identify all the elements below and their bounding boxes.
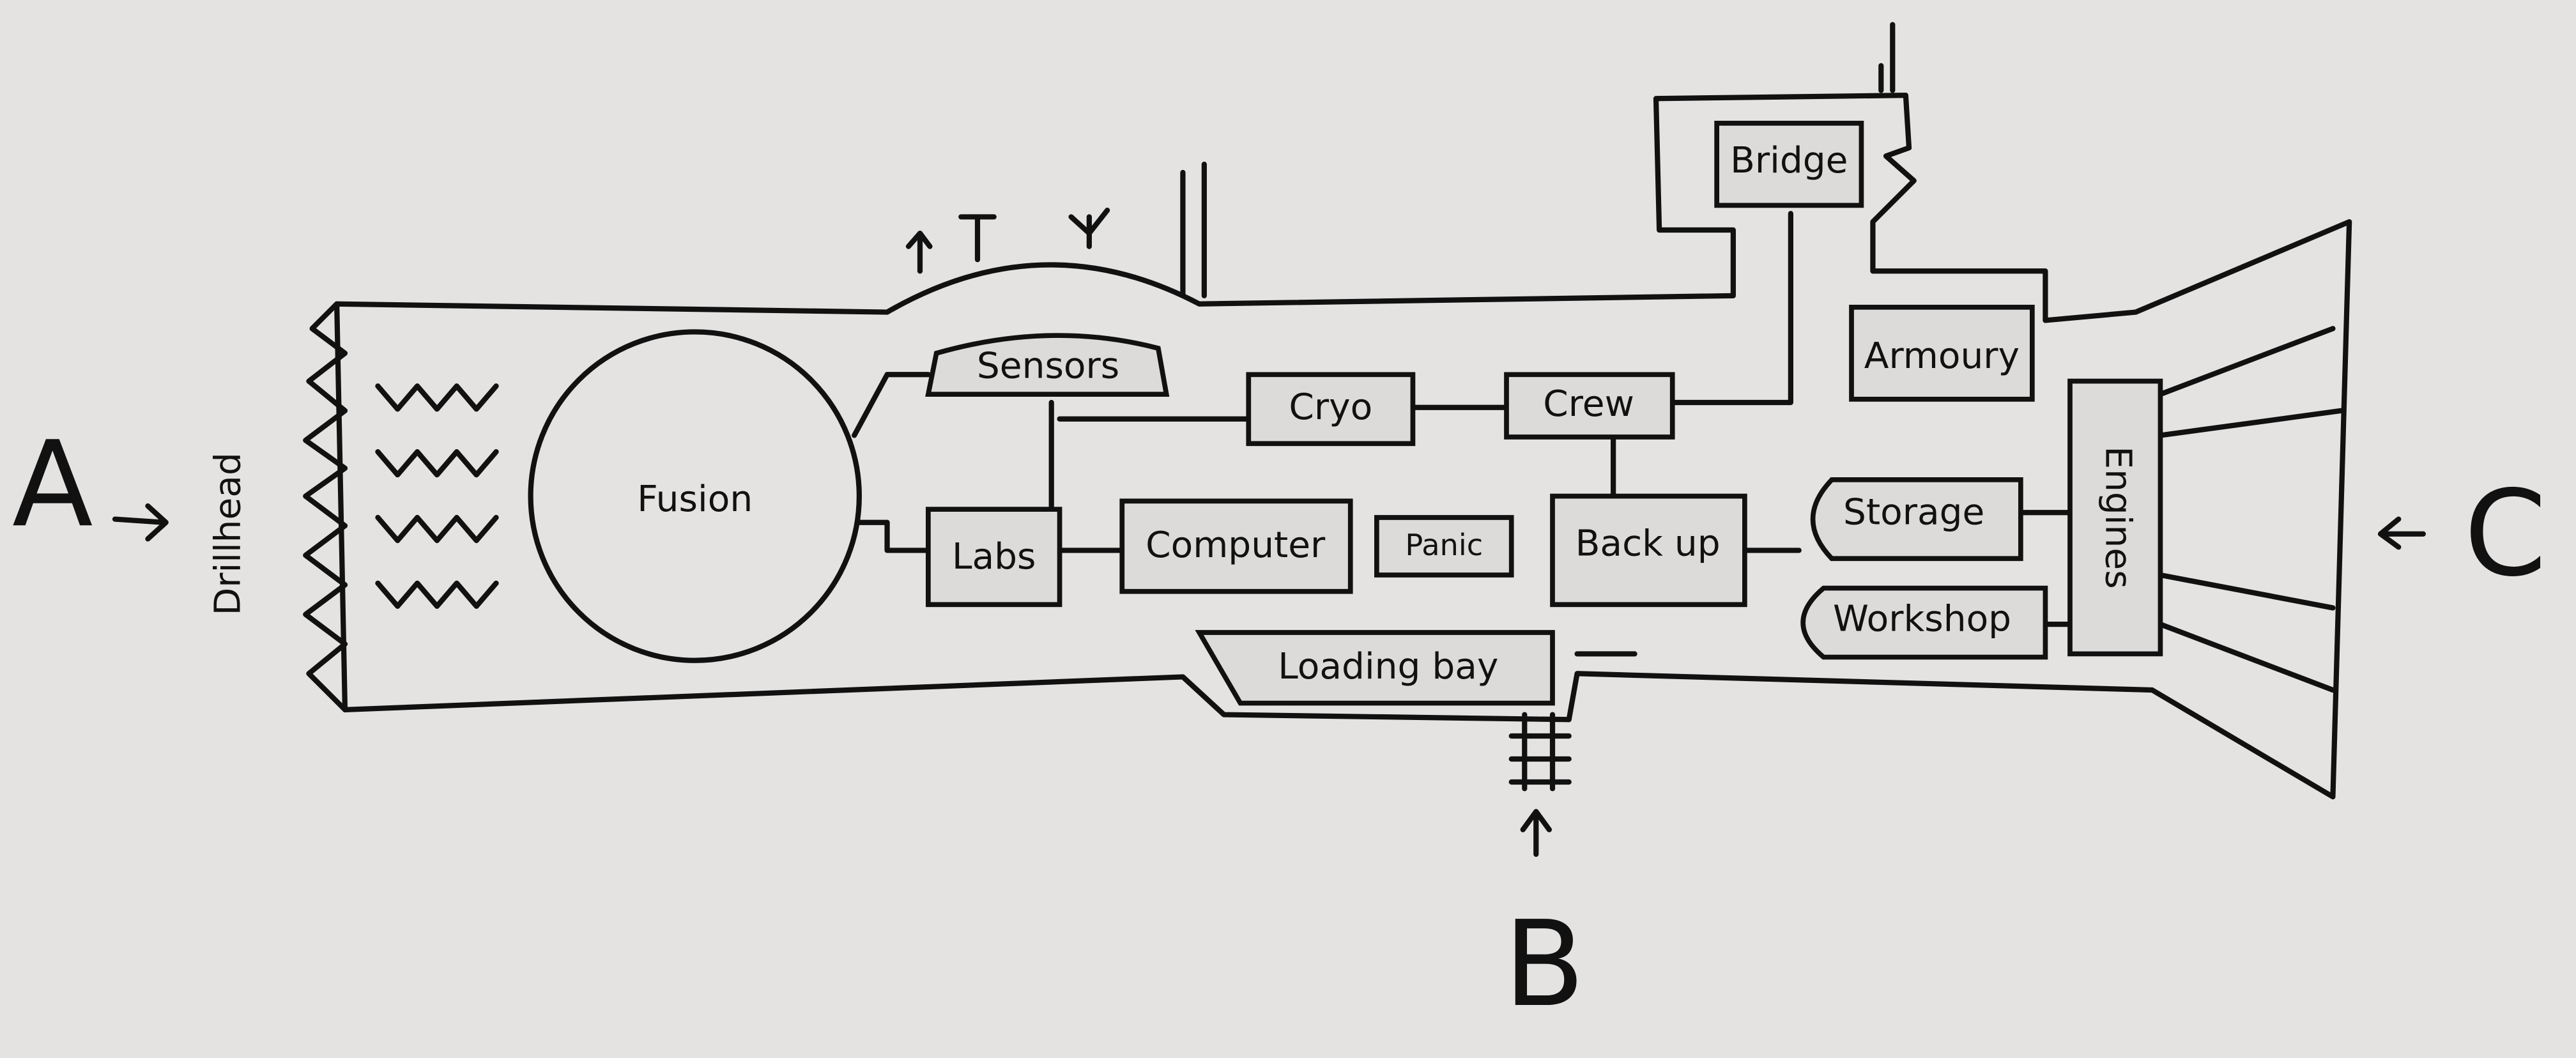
room-computer[interactable]: Computer — [1119, 498, 1353, 594]
ladder-b — [1508, 712, 1572, 792]
entry-c-label: C — [2464, 464, 2547, 602]
room-panic-label: Panic — [1405, 528, 1483, 562]
room-labs[interactable]: Labs — [926, 507, 1062, 608]
entry-a-label: A — [12, 415, 93, 553]
engine-exhaust — [2158, 326, 2344, 693]
room-sensors-label: Sensors — [977, 345, 1119, 387]
room-workshop[interactable]: Workshop — [1800, 585, 2048, 660]
room-backup[interactable]: Back up — [1550, 493, 1747, 608]
room-sensors[interactable]: Sensors — [925, 333, 1170, 397]
room-fusion[interactable] — [528, 329, 862, 663]
entry-b-label: B — [1504, 895, 1585, 1033]
room-loading-bay[interactable]: Loading bay — [1195, 630, 1555, 706]
drillhead-zigzag — [375, 383, 499, 609]
room-armoury-label: Armoury — [1864, 335, 2020, 377]
ship-hull — [334, 93, 2352, 800]
room-storage-label: Storage — [1843, 491, 1984, 533]
room-crew-label: Crew — [1543, 383, 1634, 425]
arrow-c-icon — [2377, 516, 2426, 550]
room-workshop-label: Workshop — [1833, 598, 2011, 640]
room-armoury[interactable]: Armoury — [1849, 305, 2035, 402]
arrow-a-icon — [112, 503, 169, 542]
room-engines[interactable]: Engines — [2067, 378, 2163, 657]
room-labs-label: Labs — [952, 535, 1036, 578]
room-backup-label: Back up — [1575, 522, 1721, 564]
drillhead-label: Drillhead — [207, 452, 249, 615]
room-cryo-label: Cryo — [1289, 386, 1372, 428]
room-engines-label: Engines — [2097, 446, 2139, 588]
room-crew[interactable]: Crew — [1504, 372, 1675, 440]
antennas — [905, 22, 1896, 298]
room-fusion-label: Fusion — [637, 478, 753, 520]
room-cryo[interactable]: Cryo — [1246, 372, 1416, 447]
arrow-b-icon — [1520, 809, 1552, 857]
room-computer-label: Computer — [1146, 524, 1326, 566]
corridor-lines — [852, 211, 2073, 657]
room-panic[interactable]: Panic — [1374, 515, 1514, 578]
room-bridge-label: Bridge — [1730, 139, 1848, 181]
room-loading-bay-label: Loading bay — [1278, 645, 1498, 687]
room-bridge[interactable]: Bridge — [1714, 121, 1864, 208]
drillhead-teeth — [303, 301, 348, 712]
room-storage[interactable]: Storage — [1810, 477, 2023, 562]
